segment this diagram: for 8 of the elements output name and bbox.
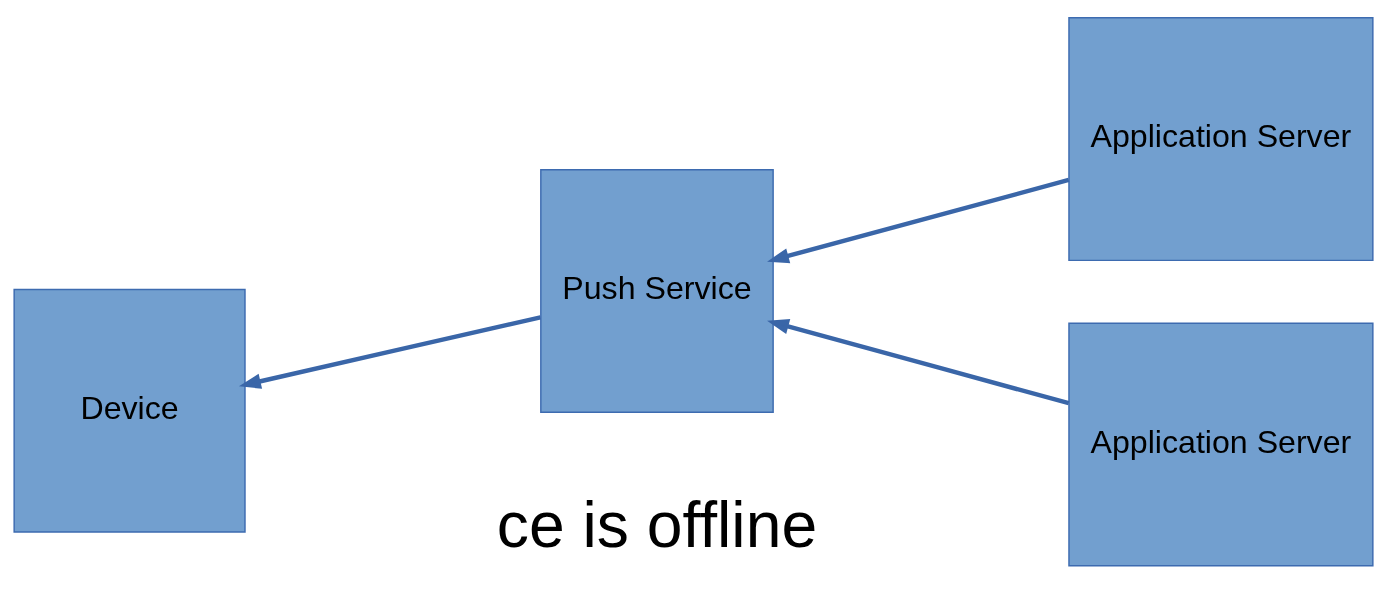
arrow xyxy=(767,177,1070,264)
arrow xyxy=(238,315,541,389)
node-box: Push Service xyxy=(540,169,774,414)
label: ce is offline xyxy=(496,489,818,561)
node-box: Application Server xyxy=(1068,322,1374,567)
arrow xyxy=(767,319,1070,406)
node-box: Application Server xyxy=(1068,17,1374,262)
node-box: Device xyxy=(13,288,246,533)
